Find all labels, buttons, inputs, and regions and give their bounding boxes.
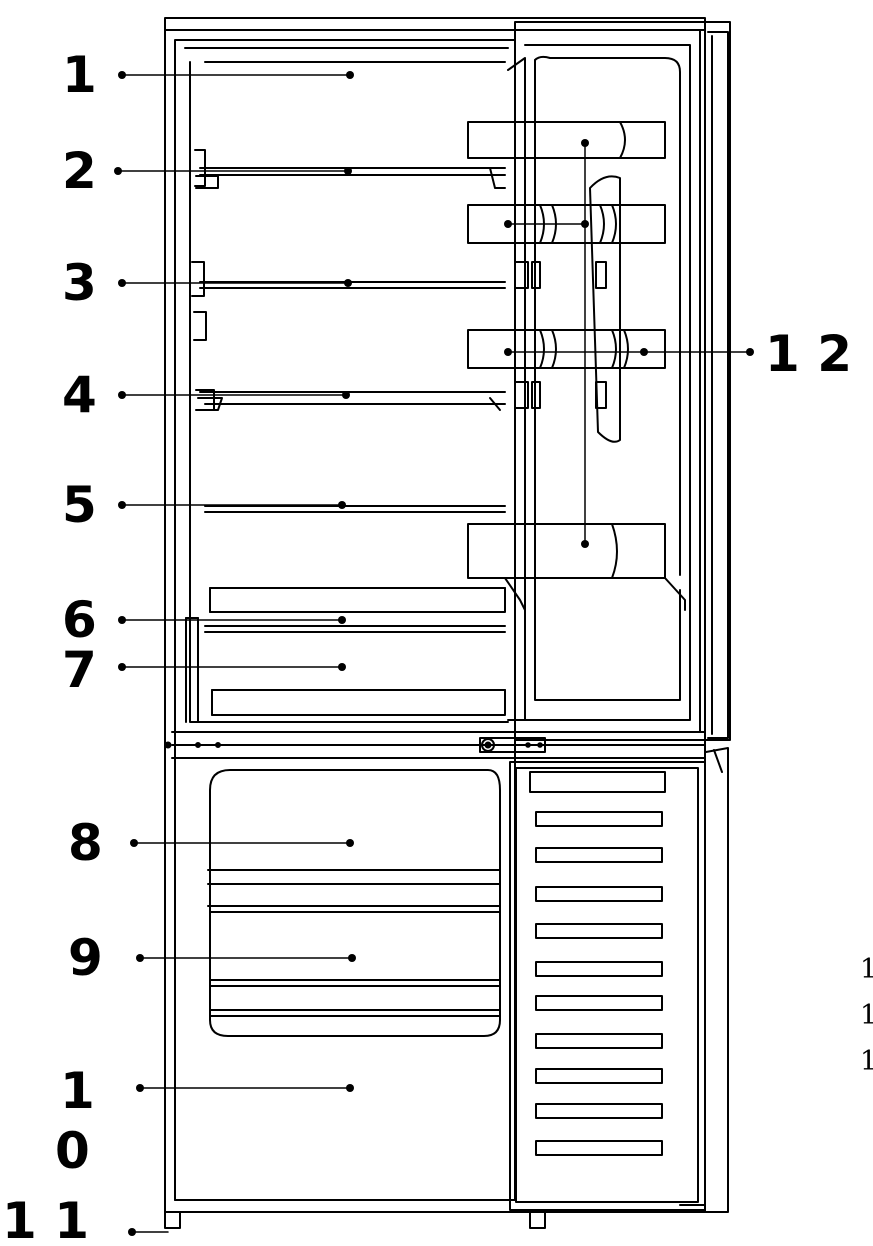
adjustable-feet	[164, 1204, 706, 1229]
hinge-panel	[164, 737, 546, 753]
margin-fragment-1: 1	[860, 954, 873, 985]
callout-4: 4	[62, 366, 97, 424]
callout-3: 3	[62, 254, 97, 312]
margin-fragments: 1 1 1	[860, 954, 873, 1077]
margin-fragment-3: 1	[860, 1046, 873, 1077]
margin-fragment-2: 1	[860, 1000, 873, 1031]
crisper-drawers	[185, 587, 506, 723]
leader-lines	[117, 74, 751, 1233]
callout-1: 1	[62, 46, 97, 104]
callout-9: 9	[68, 929, 103, 987]
callout-5: 5	[62, 476, 97, 534]
door-racks	[467, 121, 686, 611]
callout-labels: 1 2 3 4 5 6 7 8 9 1 0 1 1 1 2	[2, 46, 852, 1246]
cabinet-outline	[164, 17, 706, 1213]
freezer-drawers	[174, 769, 516, 1201]
callout-12: 1 2	[765, 325, 852, 383]
callout-8: 8	[68, 814, 103, 872]
callout-10-first-digit: 1	[60, 1062, 95, 1120]
callout-6: 6	[62, 591, 97, 649]
freezer-door	[509, 747, 729, 1213]
callout-11: 1 1	[2, 1192, 89, 1246]
left-rail-supports	[191, 149, 219, 411]
callout-10-second-digit: 0	[55, 1122, 90, 1180]
fridge-shelves	[197, 167, 506, 513]
callout-7: 7	[62, 641, 97, 699]
fridge-door	[507, 21, 731, 741]
callout-2: 2	[62, 142, 97, 200]
leader-dots	[114, 71, 754, 1236]
